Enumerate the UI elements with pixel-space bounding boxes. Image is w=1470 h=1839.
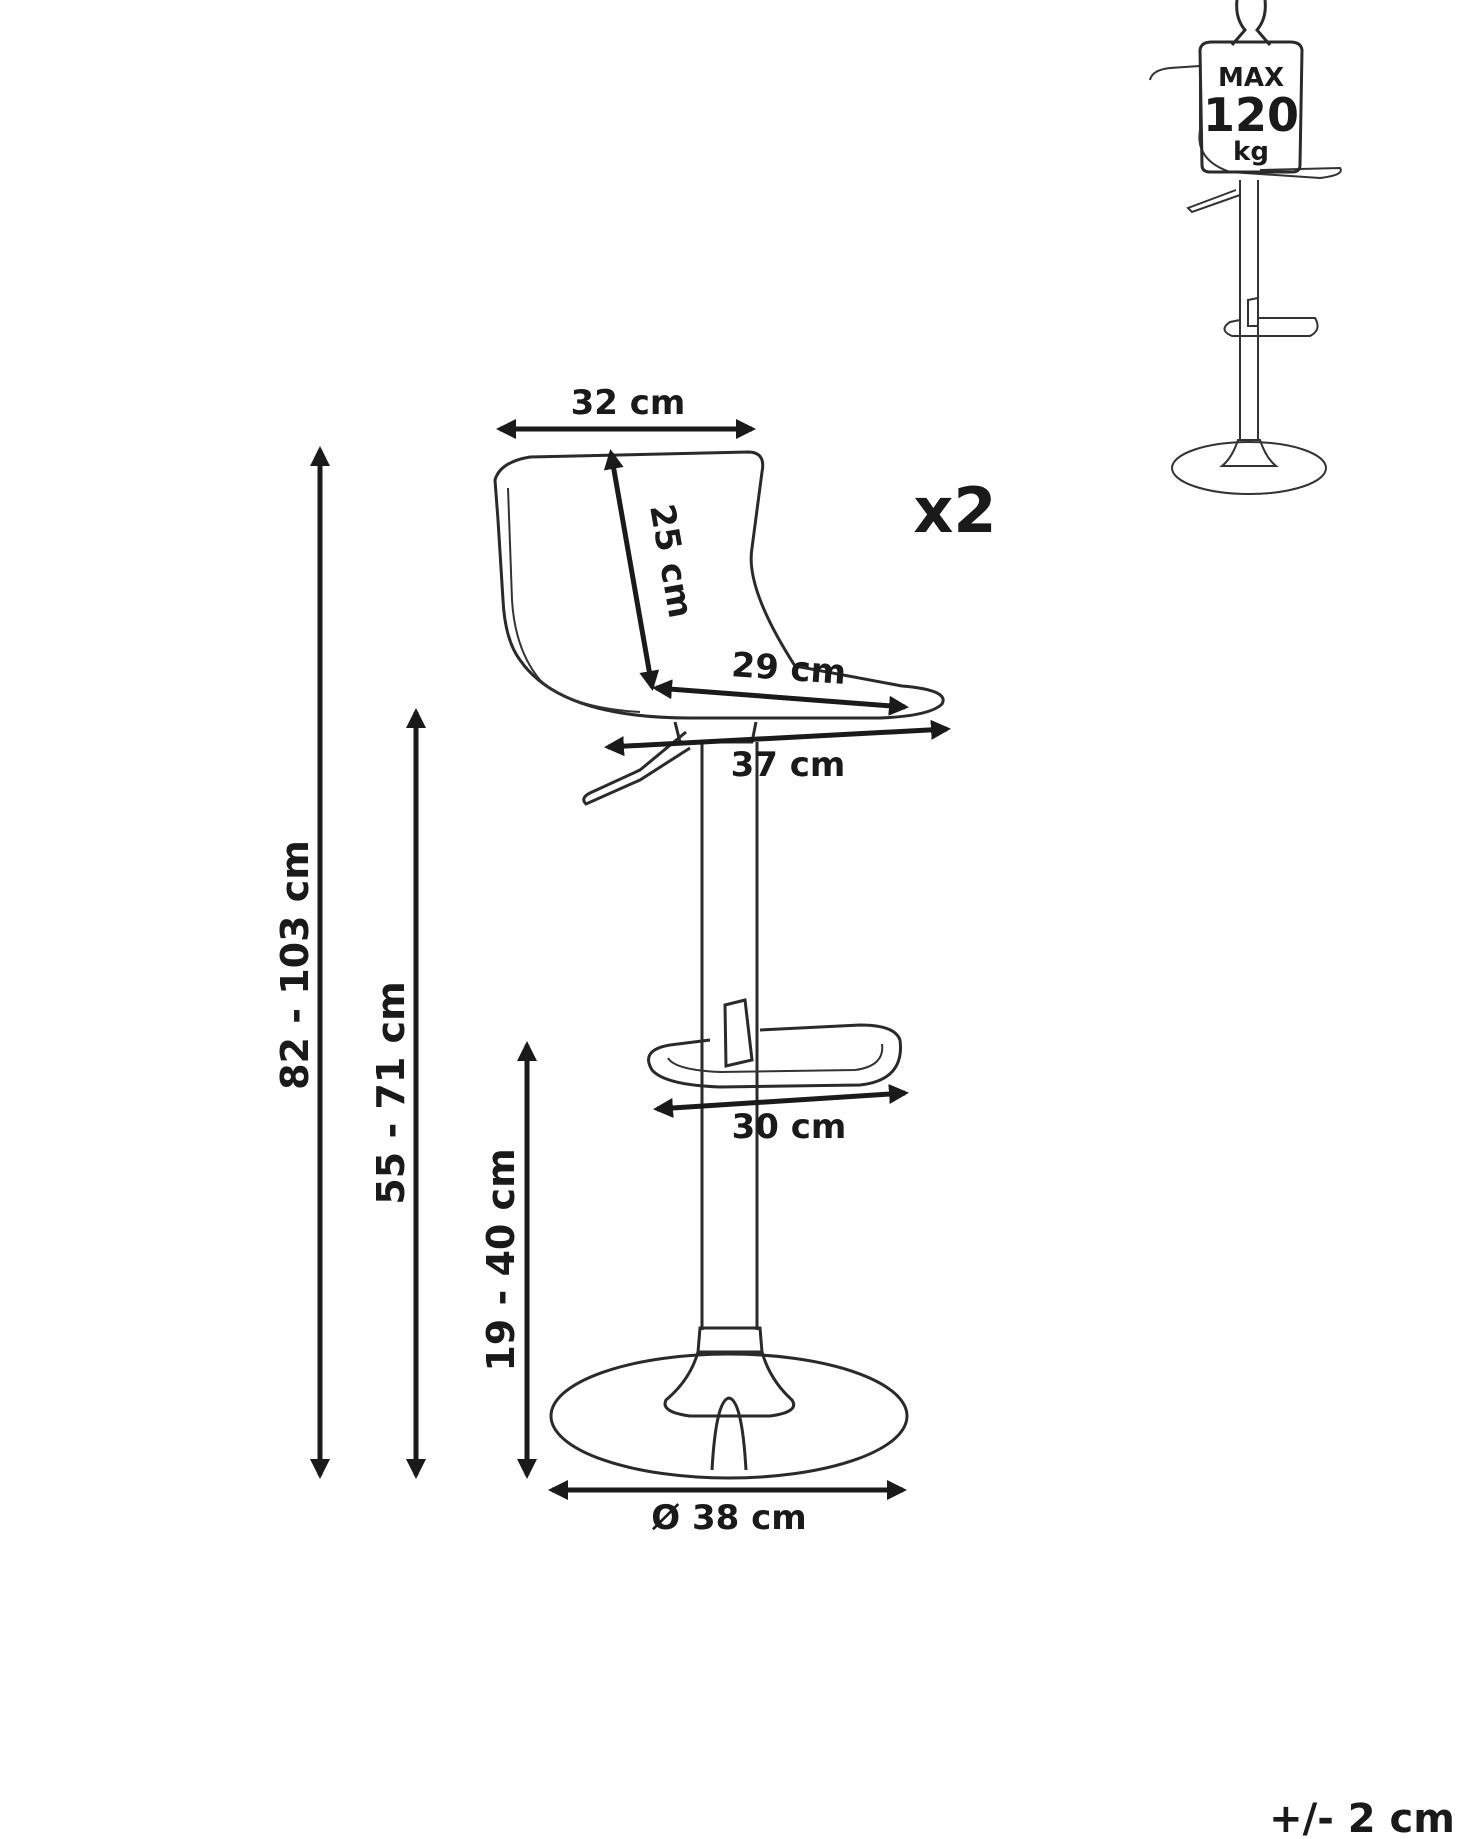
dim-seat-width bbox=[604, 719, 951, 757]
dimension-lines bbox=[310, 419, 951, 1500]
weight-hook bbox=[1230, 0, 1272, 46]
dim-footrest-width bbox=[653, 1084, 909, 1118]
thumb-base-disc bbox=[1171, 441, 1327, 495]
seat-shell-inner bbox=[507, 487, 641, 713]
dim-seat-depth bbox=[652, 679, 909, 716]
label-total-height: 82 - 103 cm bbox=[273, 840, 317, 1090]
footrest-clamp bbox=[723, 998, 754, 1068]
stool-drawing bbox=[493, 450, 945, 1480]
max-load-line1: MAX bbox=[1218, 63, 1284, 93]
thumb-lever bbox=[1186, 189, 1241, 214]
column-collar bbox=[696, 1326, 764, 1354]
thumb-footrest-clamp bbox=[1247, 296, 1259, 327]
tolerance-label: +/- 2 cm bbox=[1269, 1796, 1455, 1839]
base-foot bbox=[710, 1396, 748, 1471]
label-backrest-height: 25 cm bbox=[641, 501, 700, 621]
label-base-diameter: Ø 38 cm bbox=[651, 1498, 806, 1538]
thumb-base-cone bbox=[1219, 439, 1279, 467]
max-load-line3: kg bbox=[1233, 137, 1269, 167]
seat-shell bbox=[493, 450, 945, 720]
footrest-ring-inner bbox=[667, 1043, 884, 1074]
thumb-footrest bbox=[1223, 317, 1319, 337]
max-load-line2: 120 bbox=[1203, 88, 1299, 142]
quantity-label: x2 bbox=[913, 474, 996, 547]
base-disc bbox=[549, 1352, 909, 1480]
max-load-thumbnail: MAX 120 kg bbox=[1149, 0, 1342, 495]
label-seat-depth: 29 cm bbox=[730, 645, 847, 693]
footrest-ring bbox=[647, 1023, 902, 1089]
label-footrest-width: 30 cm bbox=[732, 1107, 847, 1147]
label-seat-width: 37 cm bbox=[731, 745, 846, 785]
thumb-seat-shell bbox=[1149, 64, 1342, 180]
dim-backrest-height bbox=[603, 449, 660, 691]
label-footrest-height: 19 - 40 cm bbox=[479, 1148, 523, 1371]
base-cone bbox=[663, 1351, 796, 1418]
weight-block bbox=[1198, 40, 1304, 174]
dimension-labels: 32 cm 25 cm 29 cm 37 cm 30 cm Ø 38 cm 82… bbox=[273, 383, 1455, 1839]
label-backrest-width: 32 cm bbox=[571, 383, 686, 423]
gas-lever bbox=[582, 730, 691, 806]
label-seat-height: 55 - 71 cm bbox=[369, 981, 413, 1204]
